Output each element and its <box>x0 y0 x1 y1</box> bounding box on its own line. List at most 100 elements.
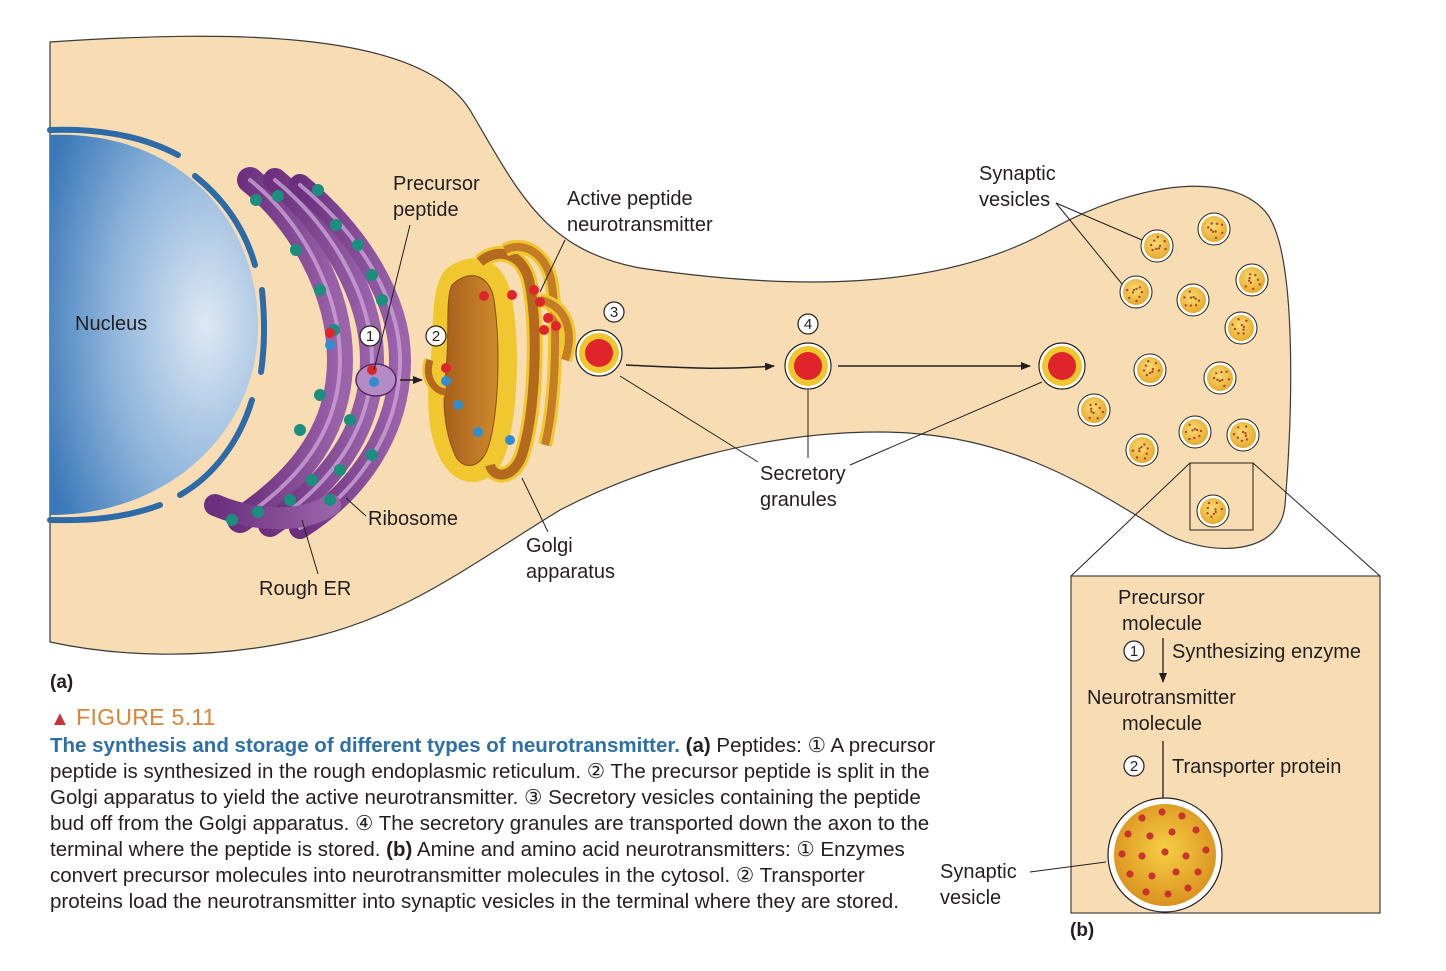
caption-body: The synthesis and storage of different t… <box>50 733 940 915</box>
inset-neurotransmitter-label-2: molecule <box>1122 713 1202 735</box>
step-1-number: 1 <box>366 328 374 345</box>
synaptic-vesicle-8 <box>1203 361 1237 395</box>
synaptic-vesicle-label-1: Synaptic <box>940 861 1017 883</box>
neurotransmitter-dot <box>1164 890 1172 898</box>
nucleus-label: Nucleus <box>75 313 147 335</box>
panel-b-label: (b) <box>1070 920 1094 941</box>
synaptic-vesicles-label-1: Synaptic <box>979 163 1056 185</box>
synaptic-vesicle-12 <box>1226 418 1260 452</box>
rough-er-label: Rough ER <box>259 578 351 600</box>
neurotransmitter-dot <box>1161 848 1169 856</box>
caption-part-a-text: Peptides: ① A precursor peptide is synth… <box>50 734 936 861</box>
caption-part-a-label: (a) <box>685 734 711 757</box>
synaptic-vesicle-7 <box>1133 353 1167 387</box>
caption-part-b-text: Amine and amino acid neurotransmitters: … <box>50 838 905 913</box>
zoom-line-right <box>1252 462 1381 577</box>
precursor-peptide-label-2: peptide <box>393 199 459 221</box>
active-peptide-label-1: Active peptide <box>567 188 693 210</box>
inset-synaptic-vesicle <box>1107 797 1223 913</box>
caption-part-b-label: (b) <box>386 838 413 861</box>
neurotransmitter-dot <box>1148 872 1156 880</box>
ribosome-leader <box>345 497 367 517</box>
synaptic-vesicle-4 <box>1119 275 1153 309</box>
secretory-granule-4 <box>784 342 832 390</box>
inset-enzyme-label: Synthesizing enzyme <box>1172 641 1361 663</box>
inset-step-2-marker <box>1123 755 1145 777</box>
synaptic-vesicle-3 <box>1235 263 1269 297</box>
secretory-granules-label-2: granules <box>760 489 837 511</box>
step-2-marker <box>425 325 447 347</box>
caption-title: The synthesis and storage of different t… <box>50 734 680 757</box>
zoom-box <box>1189 462 1254 531</box>
nucleus <box>47 126 268 524</box>
step-4-marker <box>797 313 819 335</box>
inset-transporter-label: Transporter protein <box>1172 756 1341 778</box>
neurotransmitter-dot <box>1126 870 1134 878</box>
panel-a-label: (a) <box>50 672 73 693</box>
inset-neurotransmitter-label-1: Neurotransmitter <box>1087 687 1236 709</box>
inset-step-1-number: 1 <box>1130 643 1138 660</box>
step-2-number: 2 <box>432 328 440 345</box>
neuron-cytoplasm <box>49 35 1292 655</box>
synaptic-vesicle-11 <box>1178 415 1212 449</box>
inset-step-1-marker <box>1123 640 1145 662</box>
inset-precursor-label-2: molecule <box>1122 613 1202 635</box>
neurotransmitter-dot <box>1138 814 1146 822</box>
step-1-marker <box>359 325 381 347</box>
neurotransmitter-dot <box>1158 808 1166 816</box>
active-peptide-label-2: neurotransmitter <box>567 214 713 236</box>
step-3-marker <box>603 301 625 323</box>
er-peptides <box>325 328 379 387</box>
rough-er-leader <box>301 519 319 575</box>
ribosome-label: Ribosome <box>368 508 458 530</box>
secretory-granule-terminal <box>1038 342 1086 390</box>
neurotransmitter-dot <box>1184 884 1192 892</box>
ribosomes <box>226 184 388 526</box>
triangle-icon: ▲ <box>50 708 71 730</box>
step-3-number: 3 <box>610 304 618 321</box>
neurotransmitter-dot <box>1182 852 1190 860</box>
synaptic-vesicle-9 <box>1077 393 1111 427</box>
figure-number-text: FIGURE 5.11 <box>76 704 216 730</box>
neurotransmitter-dot <box>1146 832 1154 840</box>
synaptic-vesicle-5 <box>1176 283 1210 317</box>
golgi-label-1: Golgi <box>526 535 573 557</box>
golgi-to-axon-arrow <box>625 362 775 371</box>
precursor-peptide-leader <box>373 224 411 371</box>
synaptic-vesicle-2 <box>1197 212 1231 246</box>
synaptic-vesicle-leader <box>1029 861 1107 873</box>
neurotransmitter-dot <box>1118 850 1126 858</box>
golgi-peptides <box>441 285 561 445</box>
neurotransmitter-dot <box>1202 846 1210 854</box>
precursor-peptide-label-1: Precursor <box>393 173 480 195</box>
step-4-number: 4 <box>804 316 812 333</box>
neurotransmitter-dot <box>1168 828 1176 836</box>
synaptic-vesicles <box>1077 212 1269 528</box>
synaptic-vesicle-6 <box>1224 311 1258 345</box>
inset-precursor-label-1: Precursor <box>1118 587 1205 609</box>
golgi-leader <box>521 477 549 533</box>
synaptic-vesicles-leader-2 <box>1055 202 1123 285</box>
inset-step-2-number: 2 <box>1130 758 1138 775</box>
synaptic-vesicle-label-2: vesicle <box>940 887 1001 909</box>
zoom-line-left <box>1070 462 1191 577</box>
golgi-label-2: apparatus <box>526 561 615 583</box>
neurotransmitter-dot <box>1124 830 1132 838</box>
neurotransmitter-dot <box>1194 868 1202 876</box>
neurotransmitter-dot <box>1142 888 1150 896</box>
neurotransmitter-dot <box>1178 812 1186 820</box>
synaptic-vesicle-1 <box>1140 229 1174 263</box>
synaptic-vesicle-10 <box>1125 433 1159 467</box>
synaptic-vesicles-leader-1 <box>1055 202 1143 241</box>
neurotransmitter-dot <box>1138 852 1146 860</box>
secretory-granules-leader-1 <box>619 375 759 463</box>
figure-caption: ▲FIGURE 5.11 The synthesis and storage o… <box>50 704 940 915</box>
secretory-granules-label-1: Secretory <box>760 463 846 485</box>
synaptic-vesicle-13 <box>1196 494 1230 528</box>
active-peptide-leader <box>539 239 566 293</box>
secretory-granules-leader-3 <box>849 381 1043 466</box>
golgi-apparatus <box>422 239 576 483</box>
secretory-granule-3 <box>575 329 623 377</box>
